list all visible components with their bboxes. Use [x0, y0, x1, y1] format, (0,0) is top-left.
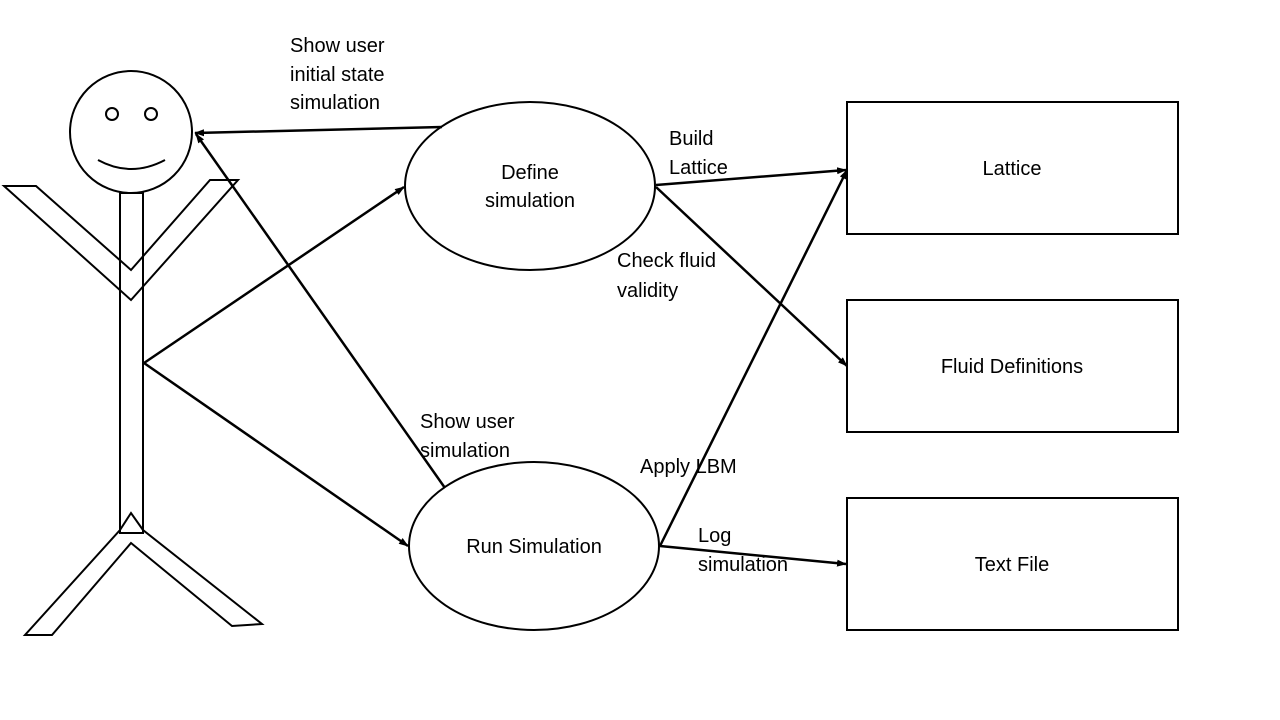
edge-label-build-lattice-line2: Lattice [669, 157, 728, 179]
actor-body [119, 192, 144, 534]
use-case-run-label: Run Simulation [466, 536, 602, 558]
actor-right-eye [144, 107, 158, 121]
entity-fluid-definitions-box [846, 299, 1179, 433]
entity-lattice-label: Lattice [983, 158, 1042, 180]
arrow-actor-to-run [143, 361, 409, 548]
arrow-run-to-actor [194, 133, 447, 489]
edge-label-show-initial-state: Show user initial state simulation [290, 35, 385, 114]
edge-label-check-fluid-line1: Check fluid [617, 250, 716, 272]
edge-label-show-initial-line2: initial state [290, 64, 385, 86]
entity-fluid-definitions-label: Fluid Definitions [941, 356, 1083, 378]
actor-left-eye [105, 107, 119, 121]
entity-text-file-box [846, 497, 1179, 631]
edge-label-check-fluid-line2: validity [617, 280, 678, 302]
edge-label-apply-lbm-line1: Apply LBM [640, 456, 737, 478]
edge-label-log-sim-line2: simulation [698, 554, 788, 576]
arrow-run-to-lattice [658, 169, 849, 547]
edge-label-show-sim-line1: Show user [420, 411, 515, 433]
edge-label-show-sim-line2: simulation [420, 440, 510, 462]
entity-text-file-label: Text File [975, 554, 1049, 576]
actor-legs [22, 511, 265, 636]
arrow-define-to-fluid [655, 186, 848, 367]
actor-arms [1, 179, 241, 302]
use-case-define-simulation [404, 101, 656, 271]
arrow-run-to-textfile [659, 544, 847, 567]
arrow-define-to-actor [194, 125, 443, 137]
edge-label-show-initial-line1: Show user [290, 35, 385, 57]
edge-label-apply-lbm: Apply LBM [640, 456, 737, 478]
use-case-define-label-line1: Define [501, 162, 559, 184]
use-case-define-label-line2: simulation [485, 190, 575, 212]
actor-smile [97, 159, 166, 170]
edge-label-check-fluid-validity: Check fluid validity [617, 250, 716, 302]
edge-label-show-initial-line3: simulation [290, 92, 380, 114]
edge-label-build-lattice: Build Lattice [669, 128, 728, 179]
edge-label-show-user-simulation: Show user simulation [420, 411, 515, 462]
edge-label-log-sim-line1: Log [698, 525, 731, 547]
use-case-run-simulation [408, 461, 660, 631]
actor-stick-figure [1, 70, 265, 636]
arrow-define-to-lattice [655, 167, 847, 187]
entity-lattice-box [846, 101, 1179, 235]
edge-label-build-lattice-line1: Build [669, 128, 713, 150]
edge-label-log-simulation: Log simulation [698, 525, 788, 576]
arrow-actor-to-define [143, 185, 405, 365]
actor-head [69, 70, 193, 194]
